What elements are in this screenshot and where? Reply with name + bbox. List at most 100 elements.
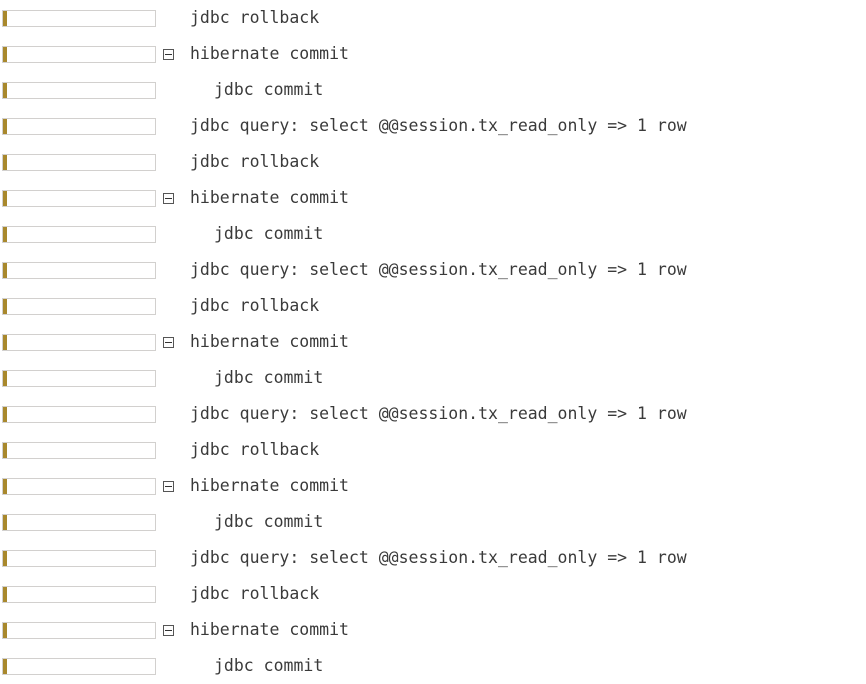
trace-label: jdbc query: select @@session.tx_read_onl…	[190, 116, 687, 135]
trace-row[interactable]: jdbc query: select @@session.tx_read_onl…	[0, 108, 866, 144]
duration-bar-fill	[3, 82, 7, 98]
trace-label-cell: hibernate commit	[187, 36, 866, 72]
duration-bar-fill	[3, 586, 7, 602]
duration-bar[interactable]	[2, 81, 156, 99]
duration-bar[interactable]	[2, 153, 156, 171]
duration-bar-cell	[0, 117, 156, 135]
duration-bar-cell	[0, 549, 156, 567]
tree-toggle-cell	[156, 432, 187, 468]
duration-bar-fill	[3, 298, 7, 314]
duration-bar[interactable]	[2, 261, 156, 279]
duration-bar-cell	[0, 189, 156, 207]
trace-label-cell: jdbc rollback	[187, 288, 866, 324]
tree-toggle-cell	[156, 576, 187, 612]
trace-label: hibernate commit	[190, 476, 349, 495]
trace-label-cell: jdbc query: select @@session.tx_read_onl…	[187, 252, 866, 288]
minus-square-icon[interactable]	[163, 48, 174, 60]
duration-bar-fill	[3, 550, 7, 566]
trace-row[interactable]: hibernate commit	[0, 324, 866, 360]
duration-bar[interactable]	[2, 585, 156, 603]
trace-label-cell: jdbc query: select @@session.tx_read_onl…	[187, 108, 866, 144]
trace-label-cell: jdbc rollback	[187, 432, 866, 468]
trace-label: jdbc commit	[214, 656, 324, 675]
minus-square-icon[interactable]	[163, 192, 174, 204]
duration-bar-cell	[0, 405, 156, 423]
trace-label: jdbc query: select @@session.tx_read_onl…	[190, 404, 687, 423]
duration-bar-cell	[0, 585, 156, 603]
trace-label: hibernate commit	[190, 44, 349, 63]
duration-bar[interactable]	[2, 333, 156, 351]
duration-bar-fill	[3, 190, 7, 206]
duration-bar[interactable]	[2, 441, 156, 459]
trace-label-cell: hibernate commit	[187, 324, 866, 360]
duration-bar-fill	[3, 46, 7, 62]
trace-row[interactable]: jdbc rollback	[0, 288, 866, 324]
minus-square-icon[interactable]	[163, 480, 174, 492]
tree-toggle-cell	[156, 612, 187, 648]
tree-toggle-cell	[156, 252, 187, 288]
trace-row[interactable]: hibernate commit	[0, 180, 866, 216]
minus-glyph	[165, 485, 172, 487]
duration-bar[interactable]	[2, 657, 156, 675]
trace-row[interactable]: jdbc commit	[0, 72, 866, 108]
tree-toggle-cell	[156, 288, 187, 324]
duration-bar[interactable]	[2, 513, 156, 531]
duration-bar-fill	[3, 478, 7, 494]
duration-bar[interactable]	[2, 405, 156, 423]
duration-bar-cell	[0, 369, 156, 387]
duration-bar-cell	[0, 9, 156, 27]
tree-toggle-cell	[156, 144, 187, 180]
duration-bar-cell	[0, 333, 156, 351]
duration-bar[interactable]	[2, 621, 156, 639]
trace-label: jdbc commit	[214, 224, 324, 243]
duration-bar-cell	[0, 441, 156, 459]
duration-bar-fill	[3, 226, 7, 242]
trace-row[interactable]: hibernate commit	[0, 612, 866, 648]
duration-bar-fill	[3, 442, 7, 458]
trace-label: jdbc rollback	[190, 8, 320, 27]
duration-bar[interactable]	[2, 297, 156, 315]
duration-bar[interactable]	[2, 369, 156, 387]
minus-square-icon[interactable]	[163, 336, 174, 348]
trace-row[interactable]: jdbc commit	[0, 360, 866, 396]
duration-bar[interactable]	[2, 189, 156, 207]
tree-toggle-cell	[156, 396, 187, 432]
duration-bar[interactable]	[2, 117, 156, 135]
trace-label-cell: jdbc commit	[187, 72, 866, 108]
trace-row[interactable]: jdbc rollback	[0, 0, 866, 36]
trace-label-cell: jdbc rollback	[187, 0, 866, 36]
trace-label: jdbc commit	[214, 512, 324, 531]
trace-label: jdbc rollback	[190, 440, 320, 459]
trace-label: jdbc query: select @@session.tx_read_onl…	[190, 548, 687, 567]
trace-row[interactable]: jdbc query: select @@session.tx_read_onl…	[0, 540, 866, 576]
trace-row[interactable]: jdbc query: select @@session.tx_read_onl…	[0, 252, 866, 288]
trace-row[interactable]: hibernate commit	[0, 36, 866, 72]
duration-bar[interactable]	[2, 9, 156, 27]
trace-label: jdbc rollback	[190, 152, 320, 171]
trace-row[interactable]: jdbc rollback	[0, 432, 866, 468]
trace-label: hibernate commit	[190, 620, 349, 639]
tree-toggle-cell	[156, 0, 187, 36]
minus-square-icon[interactable]	[163, 624, 174, 636]
tree-toggle-cell	[156, 360, 187, 396]
trace-row[interactable]: hibernate commit	[0, 468, 866, 504]
tree-toggle-cell	[156, 648, 187, 684]
duration-bar[interactable]	[2, 549, 156, 567]
duration-bar-fill	[3, 514, 7, 530]
trace-row[interactable]: jdbc rollback	[0, 576, 866, 612]
trace-row[interactable]: jdbc rollback	[0, 144, 866, 180]
duration-bar[interactable]	[2, 225, 156, 243]
trace-row[interactable]: jdbc commit	[0, 648, 866, 684]
duration-bar[interactable]	[2, 477, 156, 495]
trace-row[interactable]: jdbc query: select @@session.tx_read_onl…	[0, 396, 866, 432]
duration-bar[interactable]	[2, 45, 156, 63]
trace-label-cell: hibernate commit	[187, 468, 866, 504]
trace-row[interactable]: jdbc commit	[0, 216, 866, 252]
trace-label-cell: jdbc commit	[187, 216, 866, 252]
duration-bar-fill	[3, 406, 7, 422]
tree-toggle-cell	[156, 324, 187, 360]
trace-label-cell: hibernate commit	[187, 612, 866, 648]
trace-row[interactable]: jdbc commit	[0, 504, 866, 540]
duration-bar-fill	[3, 154, 7, 170]
